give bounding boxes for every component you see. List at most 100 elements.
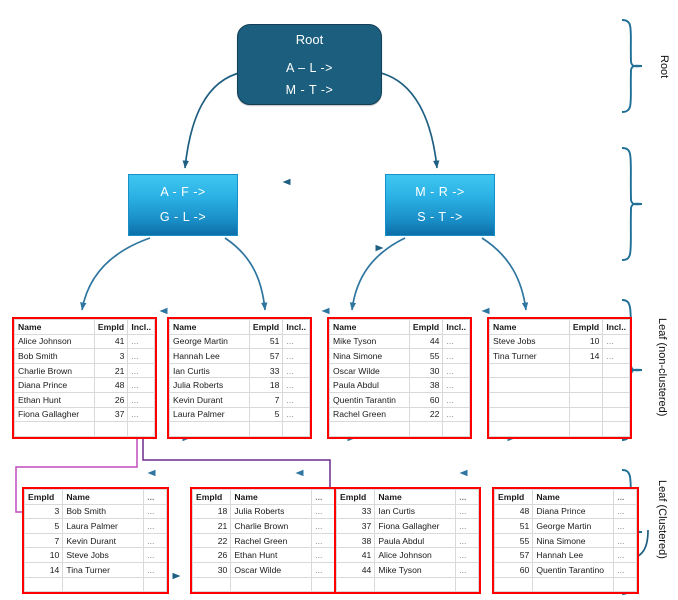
cell-name: Nina Simone: [532, 532, 615, 549]
table-row[interactable]: [489, 406, 630, 423]
cell-incl: [442, 421, 470, 437]
cell-empid: 14: [23, 561, 64, 578]
table-row[interactable]: [489, 421, 630, 437]
cell-empid: 44: [335, 561, 376, 578]
column-header-empid: EmpId: [408, 319, 444, 335]
root-node[interactable]: Root A – L -> M - T ->: [237, 24, 382, 105]
cell-name: George Martin: [532, 518, 615, 534]
table-row[interactable]: [335, 576, 479, 593]
cell-name: Julia Roberts: [169, 377, 250, 393]
intermediate-sibling-arrows: [282, 178, 384, 252]
cell-dots: ...: [613, 547, 637, 563]
cell-empid: 38: [335, 532, 376, 549]
column-header-incl: Incl..: [602, 319, 630, 335]
cell-empid: 30: [191, 561, 232, 578]
cell-name: Paula Abdul: [329, 377, 410, 393]
table-row[interactable]: [489, 377, 630, 393]
cell-dots: ...: [613, 532, 637, 549]
cell-incl: ...: [442, 362, 470, 379]
cell-incl: [127, 421, 155, 437]
cell-empid: 48: [93, 377, 129, 393]
column-header-dots: ...: [613, 489, 637, 505]
table-row[interactable]: [23, 576, 167, 593]
intermediate-to-leaf-arrows: [80, 237, 529, 311]
cell-name: Charlie Brown: [230, 518, 313, 534]
cell-empid: 18: [248, 377, 284, 393]
intermediate-node-right[interactable]: M - R -> S - T ->: [385, 174, 495, 236]
column-header-incl: Incl..: [442, 319, 470, 335]
cell-name: Tina Turner: [62, 561, 145, 578]
table-row[interactable]: [191, 576, 335, 593]
table-row[interactable]: [14, 421, 155, 437]
cell-dots: [613, 576, 637, 593]
table-row[interactable]: [489, 391, 630, 408]
root-entry-0: A – L ->: [286, 61, 333, 76]
table-row[interactable]: [489, 362, 630, 379]
cell-name: Mike Tyson: [329, 333, 410, 350]
cell-empid: 41: [335, 547, 376, 563]
cell-name: Fiona Gallagher: [14, 406, 95, 423]
cell-dots: ...: [143, 561, 167, 578]
table-row[interactable]: [169, 421, 310, 437]
table-row[interactable]: [329, 421, 470, 437]
cell-dots: ...: [311, 547, 335, 563]
intermediate-node-left[interactable]: A - F -> G - L ->: [128, 174, 238, 236]
column-header-empid: EmpId: [191, 489, 232, 505]
cell-name: Rachel Green: [329, 406, 410, 423]
table-row[interactable]: [493, 576, 637, 593]
cell-name: Tina Turner: [489, 348, 570, 364]
